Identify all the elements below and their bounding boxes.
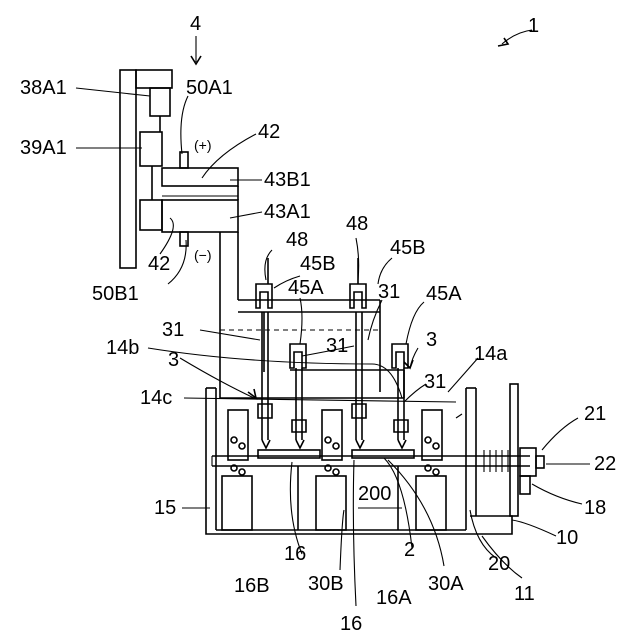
support-columns <box>222 410 446 530</box>
label-16A: 16A <box>376 587 412 609</box>
label-18: 18 <box>584 497 606 519</box>
label-11: 11 <box>514 583 535 605</box>
label-2: 2 <box>404 539 415 561</box>
label-30B: 30B <box>308 573 344 595</box>
upper-rail-frame <box>220 300 404 398</box>
label-4: 4 <box>190 13 201 35</box>
label-16-a: 16 <box>284 543 306 565</box>
label-31-c: 31 <box>326 335 348 357</box>
label-14c: 14c <box>140 387 172 409</box>
label-20: 20 <box>488 553 510 575</box>
label-3-right: 3 <box>426 329 437 351</box>
label-minus: (−) <box>194 247 212 263</box>
label-50B1: 50B1 <box>92 283 139 305</box>
label-16B: 16B <box>234 575 270 597</box>
label-200: 200 <box>358 483 391 505</box>
label-38A1: 38A1 <box>20 77 67 99</box>
label-31-b: 31 <box>378 281 400 303</box>
label-48-right: 48 <box>346 213 368 235</box>
label-48-left: 48 <box>286 229 308 251</box>
reference-labels: 1 4 38A1 39A1 50A1 (+) 42 43B1 43A1 42 (… <box>20 13 616 635</box>
shaft-coupling <box>484 450 508 472</box>
label-3-left: 3 <box>168 349 179 371</box>
label-22: 22 <box>594 453 616 475</box>
label-21: 21 <box>584 403 606 425</box>
label-45A-right: 45A <box>426 283 462 305</box>
label-14a: 14a <box>474 343 508 365</box>
label-1: 1 <box>528 15 539 37</box>
label-42-low: 42 <box>148 253 170 275</box>
label-15: 15 <box>154 497 176 519</box>
label-43A1: 43A1 <box>264 201 311 223</box>
label-50A1: 50A1 <box>186 77 233 99</box>
label-42-top: 42 <box>258 121 280 143</box>
label-45A-left: 45A <box>288 277 324 299</box>
label-43B1: 43B1 <box>264 169 311 191</box>
label-16-b: 16 <box>340 613 362 635</box>
label-45B-right: 45B <box>390 237 426 259</box>
label-plus: (+) <box>194 137 212 153</box>
label-31-a: 31 <box>162 319 184 341</box>
label-45B-left: 45B <box>300 253 336 275</box>
label-10: 10 <box>556 527 578 549</box>
probe-shafts <box>258 312 408 448</box>
label-31-d: 31 <box>424 371 446 393</box>
label-30A: 30A <box>428 573 464 595</box>
label-14b: 14b <box>106 337 139 359</box>
label-39A1: 39A1 <box>20 137 67 159</box>
